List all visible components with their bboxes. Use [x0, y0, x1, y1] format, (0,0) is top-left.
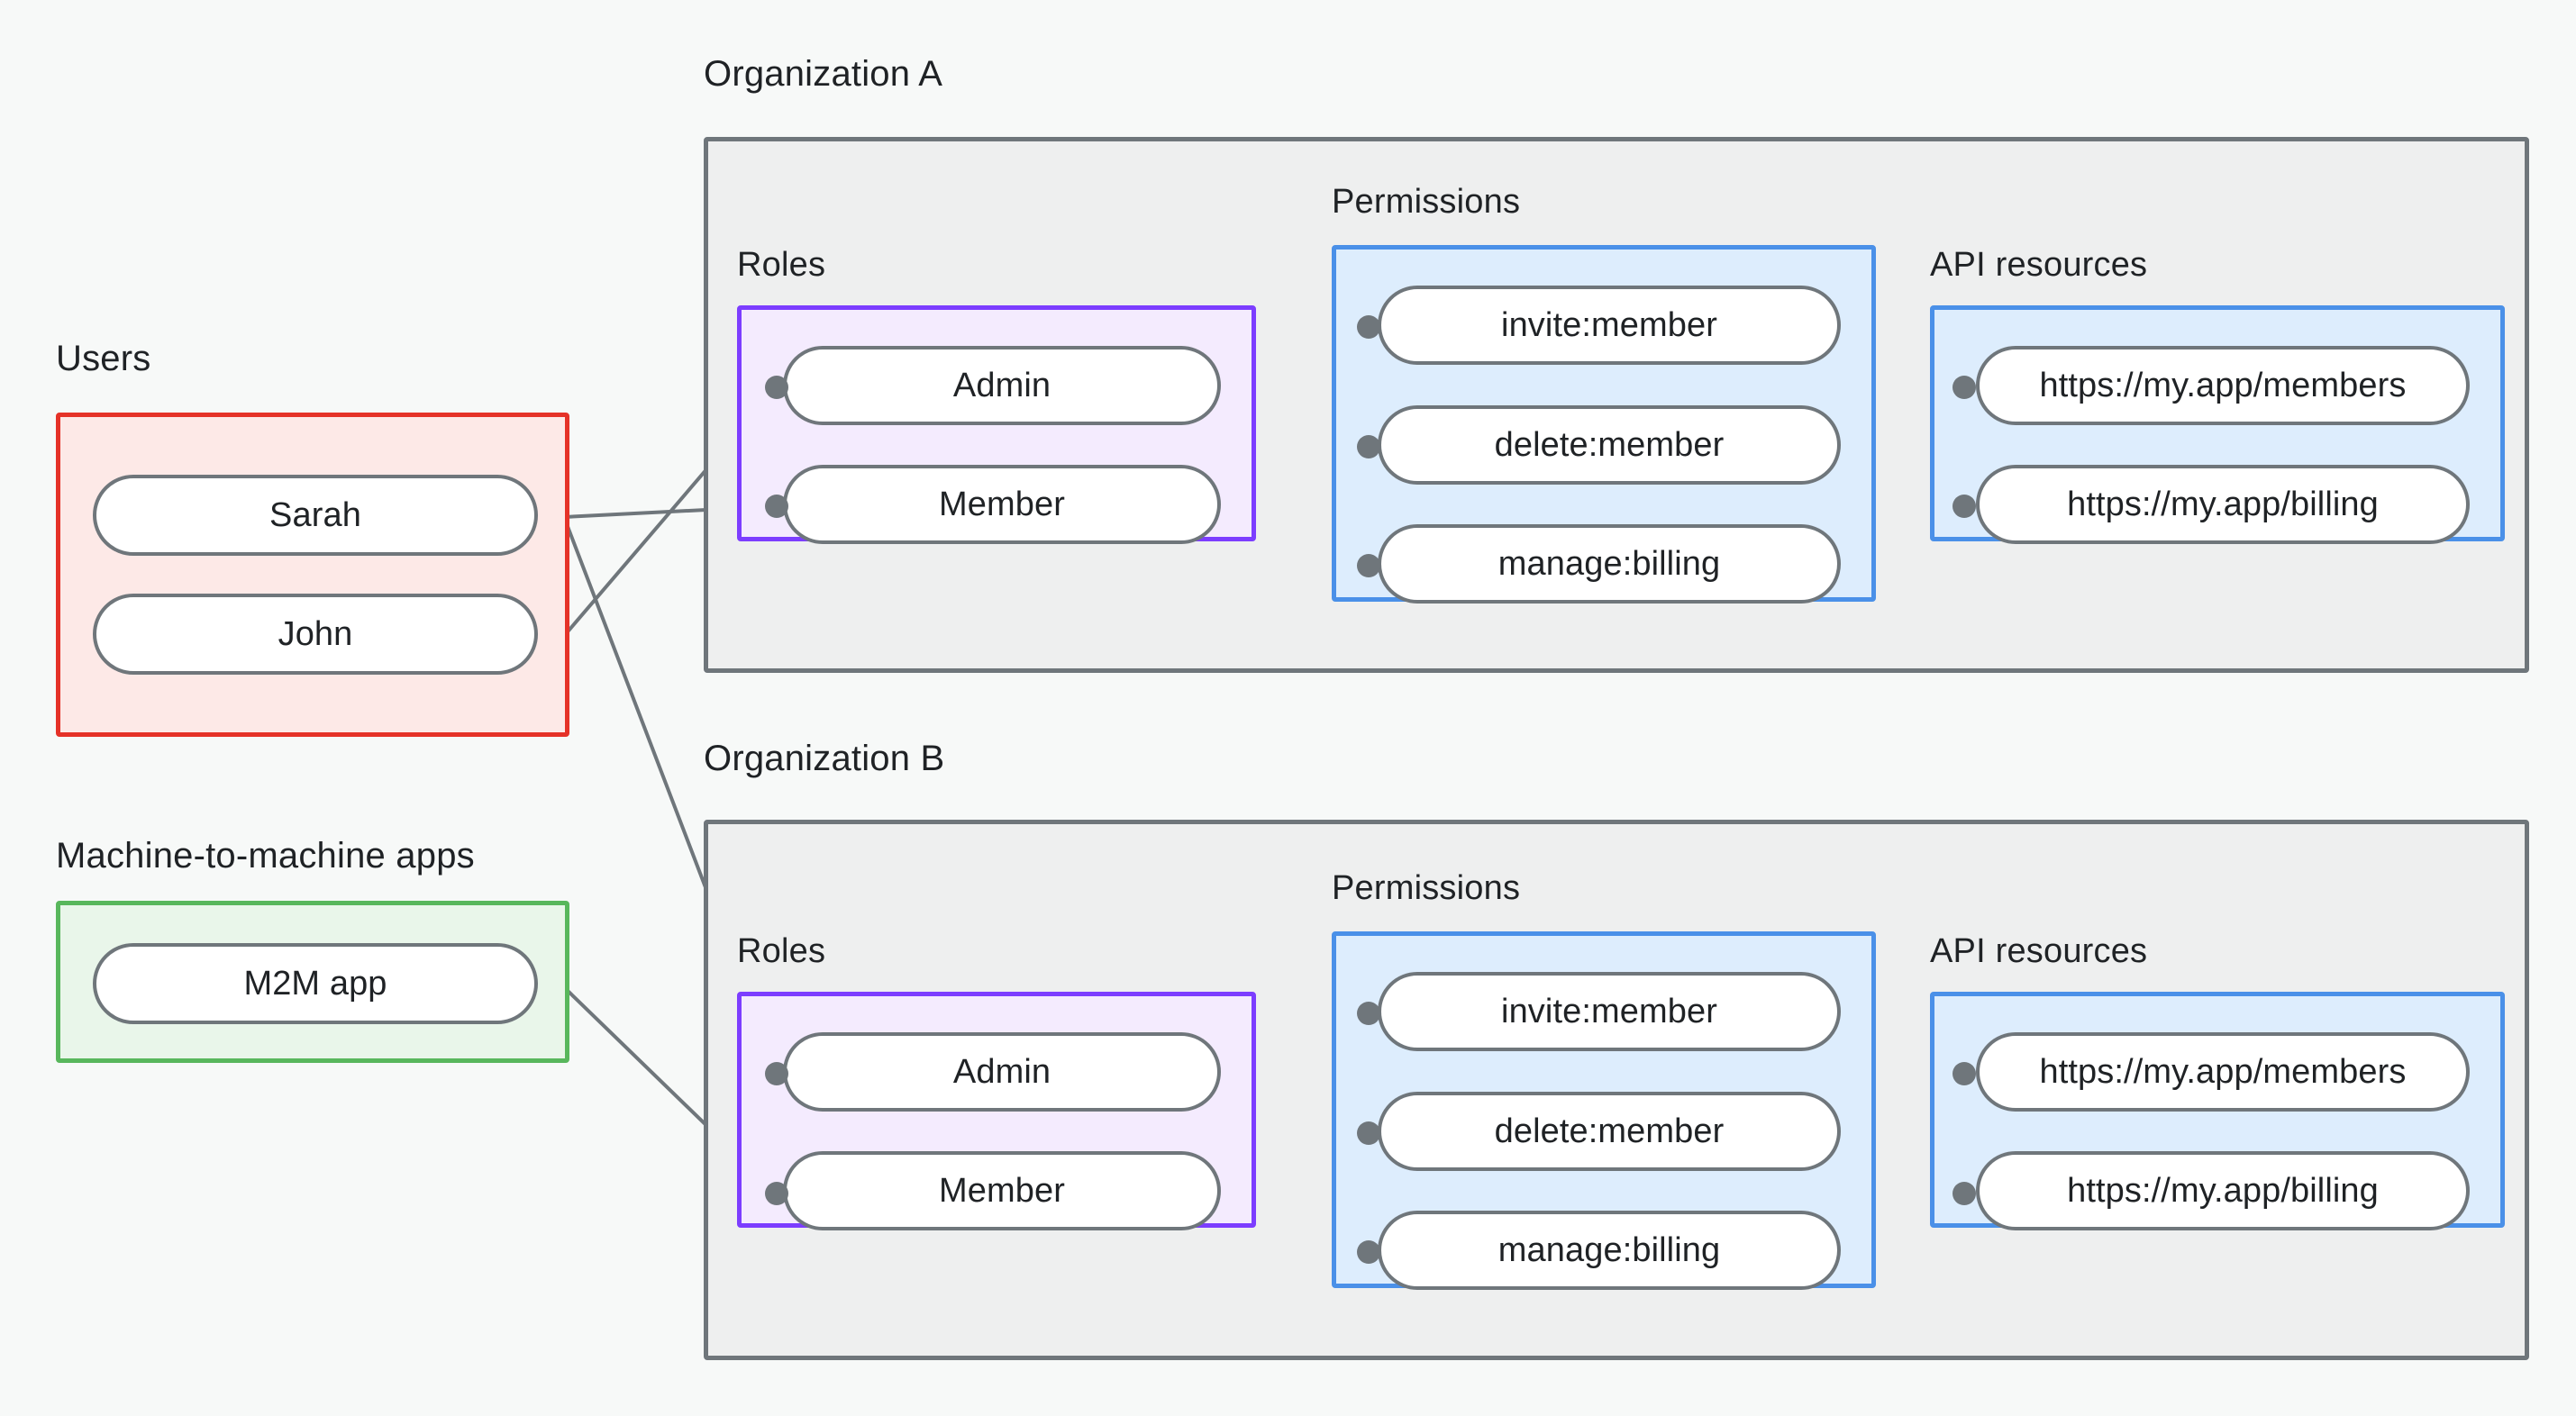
orgA-role-pill-admin[interactable]: Admin [783, 346, 1221, 425]
m2m-container: M2M app [56, 901, 569, 1063]
orgA-roles-label: Roles [737, 246, 826, 284]
orgA-permissions-container: invite:member delete:member manage:billi… [1332, 245, 1876, 604]
orgA-permission-pill-manage-billing[interactable]: manage:billing [1378, 524, 1841, 604]
orgB-role-pill-admin[interactable]: Admin [783, 1032, 1221, 1112]
orgA-permission-pill-delete-member[interactable]: delete:member [1378, 405, 1841, 485]
organization-a-container: Roles Admin Member Permissions invite:me… [704, 137, 2529, 673]
orgB-permission-pill-delete-member[interactable]: delete:member [1378, 1092, 1841, 1171]
orgB-permissions-container: invite:member delete:member manage:billi… [1332, 931, 1876, 1290]
orgA-api-label: API resources [1930, 246, 2148, 284]
orgB-permission-pill-manage-billing[interactable]: manage:billing [1378, 1211, 1841, 1290]
orgA-api-pill-billing[interactable]: https://my.app/billing [1976, 465, 2470, 544]
m2m-group-label: Machine-to-machine apps [56, 836, 475, 876]
orgB-roles-container: Admin Member [737, 992, 1256, 1230]
users-group-label: Users [56, 339, 151, 378]
organization-a-label: Organization A [704, 54, 943, 94]
orgB-api-label: API resources [1930, 932, 2148, 970]
users-container: Sarah John [56, 413, 569, 737]
orgB-permission-pill-invite-member[interactable]: invite:member [1378, 972, 1841, 1051]
orgB-role-pill-member[interactable]: Member [783, 1151, 1221, 1230]
orgA-permissions-label: Permissions [1332, 183, 1521, 221]
orgA-permission-pill-invite-member[interactable]: invite:member [1378, 286, 1841, 365]
organization-b-label: Organization B [704, 739, 945, 778]
orgA-roles-container: Admin Member [737, 305, 1256, 544]
organization-b-container: Roles Admin Member Permissions invite:me… [704, 820, 2529, 1360]
m2m-pill-app[interactable]: M2M app [93, 943, 538, 1024]
orgB-api-pill-members[interactable]: https://my.app/members [1976, 1032, 2470, 1112]
orgB-api-pill-billing[interactable]: https://my.app/billing [1976, 1151, 2470, 1230]
user-pill-john[interactable]: John [93, 594, 538, 675]
orgA-api-container: https://my.app/members https://my.app/bi… [1930, 305, 2505, 544]
orgA-api-pill-members[interactable]: https://my.app/members [1976, 346, 2470, 425]
orgA-role-pill-member[interactable]: Member [783, 465, 1221, 544]
orgB-permissions-label: Permissions [1332, 869, 1521, 907]
user-pill-sarah[interactable]: Sarah [93, 475, 538, 556]
orgB-api-container: https://my.app/members https://my.app/bi… [1930, 992, 2505, 1230]
orgB-roles-label: Roles [737, 932, 826, 970]
